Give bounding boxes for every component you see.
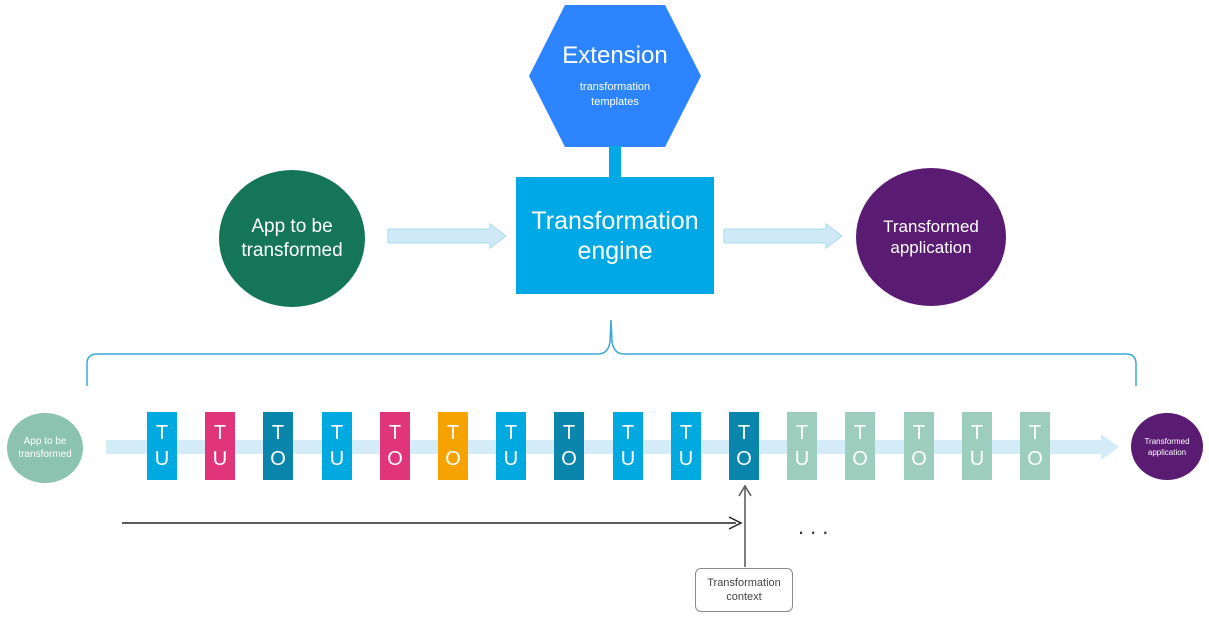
app-to-be-transformed-small-circle: App to be transformed (7, 413, 83, 483)
hexagon-shape (529, 5, 701, 147)
expansion-brace (86, 319, 1137, 386)
tile-bottom-letter: O (445, 448, 461, 470)
ellipsis: ... (798, 514, 835, 539)
tile-top-letter: T (795, 422, 809, 444)
tile-top-letter: T (621, 422, 635, 444)
tile-bottom-letter: O (561, 448, 577, 470)
tile-bottom-letter: O (852, 448, 868, 470)
tile-bottom-letter: U (969, 448, 985, 470)
tile-top-letter: T (388, 422, 402, 444)
tile-top-letter: T (446, 422, 460, 444)
app-small-label-2: transformed (18, 449, 72, 460)
extension-hexagon: Extension transformation templates (529, 5, 701, 147)
tile-top-letter: T (562, 422, 576, 444)
extension-connector (609, 146, 621, 178)
tile-top-letter: T (330, 422, 344, 444)
tile-top-letter: T (853, 422, 867, 444)
tile-bottom-letter: U (212, 448, 228, 470)
extension-subtitle-1: transformation (579, 81, 651, 93)
tile-bottom-letter: U (503, 448, 519, 470)
arrow-app-to-engine (387, 223, 507, 249)
tile-top-letter: T (679, 422, 693, 444)
tile-top-letter: T (155, 422, 169, 444)
tile-bottom-letter: O (1027, 448, 1043, 470)
out-big-label-1: Transformed (883, 217, 979, 236)
tile-top-letter: T (970, 422, 984, 444)
app-big-label-1: App to be (251, 215, 333, 237)
tile-top-letter: T (213, 422, 227, 444)
tile-bottom-letter: U (154, 448, 170, 470)
transformation-engine-box: Transformation engine (516, 177, 714, 294)
tile-top-letter: T (271, 422, 285, 444)
app-small-label-1: App to be (23, 436, 67, 447)
transformation-context-box: Transformation context (695, 568, 793, 612)
tile-bottom-letter: U (620, 448, 636, 470)
tile-bottom-letter: U (678, 448, 694, 470)
tile-top-letter: T (504, 422, 518, 444)
extension-subtitle-2: templates (591, 96, 639, 108)
out-small-label-1: Transformed (1144, 436, 1190, 446)
out-small-label-2: application (1147, 447, 1187, 457)
app-to-be-transformed-circle: App to be transformed (219, 170, 365, 307)
tile-top-letter: T (737, 422, 751, 444)
tile-bottom-letter: U (794, 448, 810, 470)
arrow-engine-to-output (723, 223, 843, 249)
context-label-2: context (726, 591, 762, 603)
context-arrow-head (738, 484, 752, 497)
out-big-label-2: application (890, 238, 972, 257)
tile-bottom-letter: O (911, 448, 927, 470)
engine-label-2: engine (577, 236, 653, 265)
transformed-application-circle: Transformed application (856, 168, 1006, 306)
transformed-application-small-circle: Transformed application (1131, 413, 1203, 480)
context-label-1: Transformation (707, 577, 781, 589)
progress-arrow-head (728, 516, 743, 530)
engine-label-1: Transformation (531, 206, 699, 235)
extension-title: Extension (562, 42, 668, 69)
tile-bottom-letter: O (387, 448, 403, 470)
tile-bottom-letter: O (736, 448, 752, 470)
tile-bottom-letter: O (270, 448, 286, 470)
tile-bottom-letter: U (329, 448, 345, 470)
tile-top-letter: T (912, 422, 926, 444)
tile-top-letter: T (1028, 422, 1042, 444)
app-big-label-2: transformed (241, 239, 343, 261)
